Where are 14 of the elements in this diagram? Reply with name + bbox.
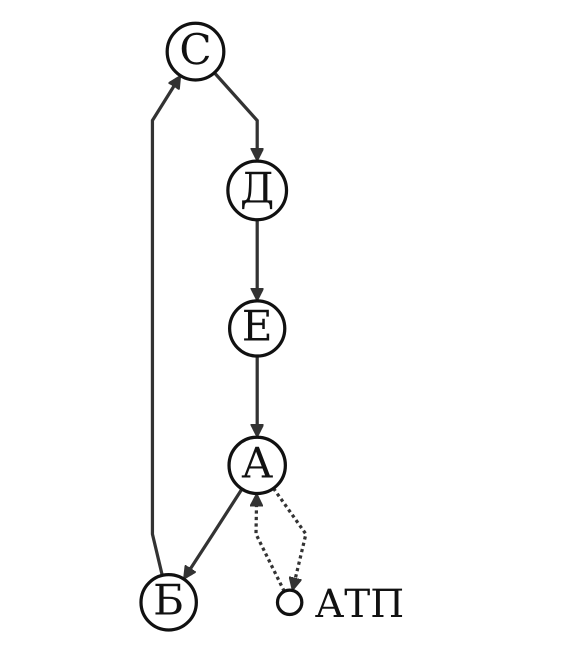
ellipse-node	[276, 588, 304, 616]
circle-node: Д	[226, 160, 288, 222]
circle-node: Е	[228, 299, 286, 358]
arrow	[212, 72, 264, 162]
arrow	[248, 492, 286, 592]
circle-node: А	[227, 436, 287, 496]
arrow	[182, 488, 243, 580]
arrow	[272, 487, 308, 592]
arrow	[150, 75, 181, 576]
node-caption: АТП	[314, 582, 404, 627]
circle-node: Б	[139, 573, 198, 632]
arrow	[250, 220, 264, 302]
circle-node: С	[165, 22, 226, 82]
arrow	[250, 356, 264, 438]
